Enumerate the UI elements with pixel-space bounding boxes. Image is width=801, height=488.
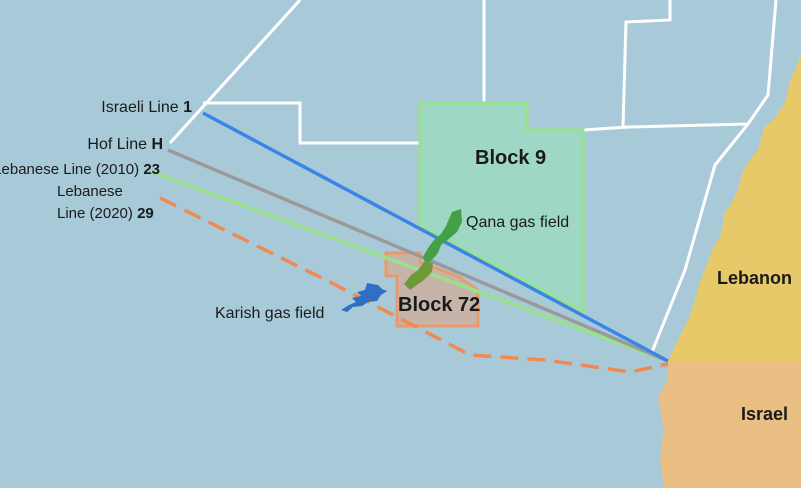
hof-line-label: Hof Line H [87, 136, 163, 153]
block-9-label: Block 9 [475, 147, 546, 169]
israeli-line-label: Israeli Line 1 [101, 99, 192, 116]
qana-gas-field-label: Qana gas field [466, 214, 569, 231]
lebanon-label: Lebanon [717, 268, 792, 288]
offshore-block-borders [168, 0, 778, 353]
lebanese-line-2020-label-top: Lebanese [57, 183, 123, 200]
lebanese-line-2020-label-bottom: Line (2020) 29 [57, 205, 154, 222]
qana-gas-field-south [404, 262, 433, 290]
israel-label: Israel [741, 404, 788, 424]
lebanese-line-2010 [151, 170, 669, 363]
hof-line-h [167, 148, 669, 363]
israel-land [658, 361, 801, 488]
lebanon-land [668, 55, 801, 361]
lebanese-line-2010-label: Lebanese Line (2010) 23 [0, 161, 160, 178]
qana-gas-field [423, 209, 462, 265]
block-9-area [418, 101, 585, 315]
block-72-label: Block 72 [398, 294, 480, 316]
israeli-line-1 [202, 111, 669, 363]
karish-gas-field-label: Karish gas field [215, 305, 324, 322]
karish-gas-field [341, 283, 387, 312]
lebanese-line-2020 [159, 196, 669, 374]
